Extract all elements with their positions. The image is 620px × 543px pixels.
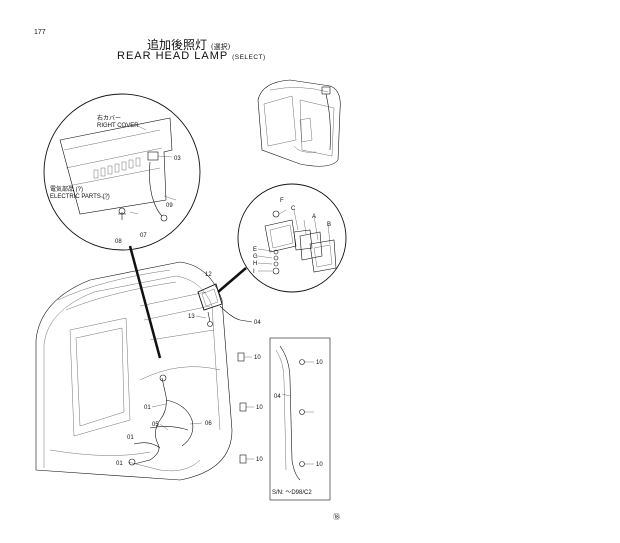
label-B: B (327, 222, 331, 228)
label-06: 06 (205, 421, 212, 427)
cab-overview-small (257, 79, 341, 167)
label-09: 09 (166, 203, 173, 209)
bottom-mark: ⑱ (333, 514, 340, 521)
title-en-text: REAR HEAD LAMP (117, 50, 228, 62)
label-G: G (253, 254, 258, 260)
detail-circle-lamp (237, 183, 347, 293)
title-english: REAR HEAD LAMP (SELECT) (117, 50, 266, 62)
label-04-box: 04 (274, 394, 281, 400)
title-jp-text: 追加後照灯 (147, 38, 208, 52)
cab-main (35, 261, 233, 481)
label-05: 05 (152, 422, 159, 428)
title-en-suffix: (SELECT) (232, 54, 266, 61)
label-right-cover-jp: 右カバー (97, 114, 121, 122)
label-F: F (280, 198, 284, 204)
label-01-a: 01 (144, 405, 151, 411)
leader-line-right (217, 267, 247, 293)
label-07: 07 (140, 233, 147, 239)
label-03: 03 (174, 156, 181, 162)
label-10-c: 10 (256, 457, 263, 463)
label-E: E (253, 247, 257, 253)
rear-lamp (197, 283, 253, 327)
label-H: H (253, 261, 257, 267)
label-01-c: 01 (116, 461, 123, 467)
label-10-b: 10 (256, 405, 263, 411)
label-right-cover-en: RIGHT COVER (97, 123, 139, 129)
serial-detail-box (269, 337, 331, 501)
label-10-a: 10 (254, 355, 261, 361)
serial-note: S/N: ～D98/C2 (272, 490, 312, 496)
label-electric-parts-jp: 電気部品 (?) (50, 185, 83, 193)
page-number: 177 (34, 29, 46, 36)
label-12: 12 (205, 272, 212, 278)
label-10-d: 10 (316, 360, 323, 366)
title-japanese: 追加後照灯 (選択) (147, 36, 230, 53)
title-jp-suffix: (選択) (210, 43, 231, 51)
label-I: I (253, 269, 255, 275)
label-A: A (312, 214, 316, 220)
label-08: 08 (115, 239, 122, 245)
label-C: C (291, 206, 296, 212)
label-04-top: 04 (254, 320, 261, 326)
label-01-b: 01 (127, 435, 134, 441)
detail-circle-right-cover (43, 93, 201, 251)
label-13: 13 (188, 314, 195, 320)
label-10-e: 10 (316, 462, 323, 468)
clamp-column (237, 352, 254, 464)
label-electric-parts-en: ELECTRIC PARTS (?) (50, 194, 110, 200)
leader-line-left (128, 245, 162, 359)
wire-harness (127, 374, 201, 472)
